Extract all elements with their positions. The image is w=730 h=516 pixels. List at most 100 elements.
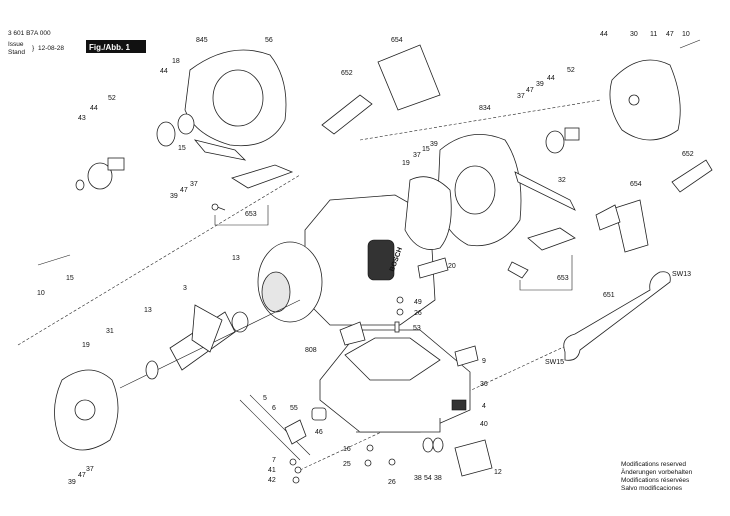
bracket-653a xyxy=(214,205,269,226)
end-shield-19a-hub xyxy=(74,399,96,421)
spindle-52b-shape xyxy=(564,127,580,141)
far-right-guard xyxy=(609,39,701,141)
screw-16 xyxy=(366,444,374,452)
label-26b: 26 xyxy=(388,479,396,486)
label-19a: 19 xyxy=(82,342,90,349)
label-13b: 13 xyxy=(144,307,152,314)
label-654a: 654 xyxy=(391,37,403,44)
label-653a: 653 xyxy=(245,211,257,218)
brace: } xyxy=(32,45,35,52)
bracket-652b-shape xyxy=(671,159,713,193)
lower-parts xyxy=(37,254,493,484)
label-10b: 10 xyxy=(682,31,690,38)
guard-44d-shape xyxy=(609,59,681,141)
label-10a: 10 xyxy=(37,290,45,297)
note-en: Modifications reserved xyxy=(621,461,686,468)
label-808 xyxy=(339,321,366,346)
fig-label: Fig./Abb. 1 xyxy=(89,43,130,52)
base-36-top xyxy=(344,337,441,381)
left-flange-parts xyxy=(75,113,195,191)
label-49: 49 xyxy=(414,299,422,306)
guard-845-opening xyxy=(212,69,264,127)
label-15c: 15 xyxy=(422,146,430,153)
screw-26b xyxy=(388,458,396,466)
label-15a: 15 xyxy=(178,145,186,152)
label-16: 16 xyxy=(343,446,351,453)
bearing-13c xyxy=(145,360,159,380)
label-43: 43 xyxy=(78,115,86,122)
label-25: 25 xyxy=(343,461,351,468)
label-44a: 44 xyxy=(160,68,168,75)
screw-10a xyxy=(37,254,71,266)
label-30: 30 xyxy=(630,31,638,38)
label-47c: 47 xyxy=(526,87,534,94)
fan-3-shape xyxy=(191,304,223,353)
wrench-651-shape xyxy=(563,271,671,361)
label-56a: 56 xyxy=(265,37,273,44)
note-de: Änderungen vorbehalten xyxy=(621,468,693,476)
end-shield-19b-shape xyxy=(404,176,452,250)
wrench-651 xyxy=(563,271,671,361)
label-9: 9 xyxy=(482,358,486,365)
washer-49 xyxy=(396,296,404,304)
label-31: 31 xyxy=(106,328,114,335)
left-end-shield xyxy=(54,369,119,451)
motor-internals xyxy=(119,241,323,389)
tool-rest-653a-shape xyxy=(231,164,294,189)
strip-9 xyxy=(454,345,479,367)
label-55: 55 xyxy=(290,405,298,412)
tool-rest-653b-shape xyxy=(527,227,576,251)
issue-label: Issue xyxy=(8,41,24,48)
label-42: 42 xyxy=(268,477,276,484)
cap-46 xyxy=(311,407,327,421)
label-39a: 39 xyxy=(170,193,178,200)
note-fr: Modifications réservées xyxy=(621,477,690,484)
washer-43-shape xyxy=(75,179,85,191)
label-32: 32 xyxy=(558,177,566,184)
guard-834-opening xyxy=(454,165,496,215)
label-808: 808 xyxy=(305,347,317,354)
flange-18-shape xyxy=(177,113,195,135)
wheel-44a-shape xyxy=(156,121,176,147)
plate-40 xyxy=(356,418,441,433)
label-39e: 39 xyxy=(430,141,438,148)
bracket-653b xyxy=(519,255,573,291)
right-tool-rest xyxy=(507,227,576,291)
label-11: 11 xyxy=(650,31,657,38)
label-44d: 44 xyxy=(600,31,608,38)
label-13a: 13 xyxy=(232,255,240,262)
stator-core xyxy=(261,271,291,313)
guide-line-left xyxy=(17,174,301,346)
left-eye-shield xyxy=(321,44,441,135)
label-54: 54 xyxy=(424,475,432,482)
issue-date: 12-08-28 xyxy=(38,45,64,52)
pin-53 xyxy=(394,321,400,333)
switch-4 xyxy=(451,399,467,411)
strain-relief-55 xyxy=(284,419,307,445)
label-37a: 37 xyxy=(190,181,198,188)
fig-label-box xyxy=(86,40,146,53)
label-44b: 44 xyxy=(90,105,98,112)
label-652b: 652 xyxy=(682,151,694,158)
right-eye-shield xyxy=(595,159,713,253)
screw-25 xyxy=(364,459,372,467)
screw-41 xyxy=(294,466,302,474)
label-38b: 38 xyxy=(434,475,442,482)
label-3: 3 xyxy=(183,285,187,292)
screw-42 xyxy=(292,476,300,484)
label-47b: 47 xyxy=(78,472,86,479)
label-5: 5 xyxy=(263,395,267,402)
washer-38 xyxy=(422,437,434,453)
knob-653b xyxy=(507,261,529,279)
eye-shield-654a-shape xyxy=(377,44,441,111)
right-wheel-guard xyxy=(404,134,522,250)
label-47a: 47 xyxy=(180,187,188,194)
part-labels: 845 56 44 18 43 44 52 654 652 15 39 47 3… xyxy=(37,31,694,486)
label-39c: 39 xyxy=(68,479,76,486)
brand-plate xyxy=(367,239,395,281)
hub-30 xyxy=(628,94,640,106)
label-18: 18 xyxy=(172,58,180,65)
label-46: 46 xyxy=(315,429,323,436)
label-38: 38 xyxy=(414,475,422,482)
label-44c: 44 xyxy=(547,75,555,82)
